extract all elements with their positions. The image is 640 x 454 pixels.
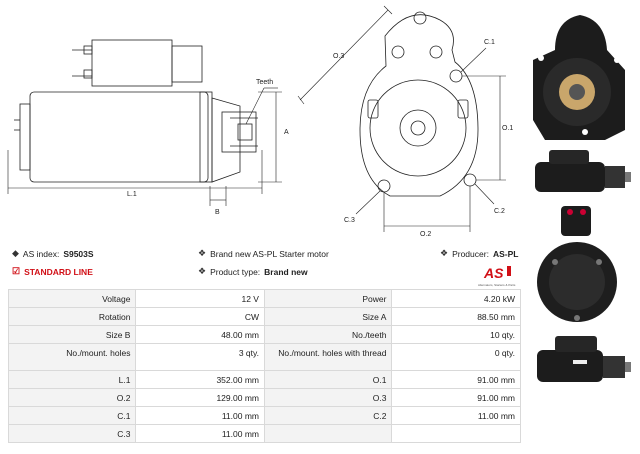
as-index: ◆ AS index: S9503S [12,248,94,259]
technical-drawing: Teeth A B L.1 O.3 O.1 O.2 C.1 C.2 C.3 [7,5,513,238]
info-icon: ❖ [440,248,449,258]
spec-value: 4.20 kW [391,289,521,308]
label-c2: C.2 [494,208,505,215]
spec-label: C.1 [7,406,137,425]
brand-info: ❖ Brand new AS-PL Starter motor [198,248,329,259]
producer-label: Producer: [452,248,489,259]
logo-tagline: Alternators, Starters & Parts [478,283,516,287]
as-index-value: S9503S [63,248,94,259]
as-index-label: AS index: [22,248,60,259]
front-housing-outline [359,14,479,197]
producer: ❖ Producer: AS-PL [440,248,518,259]
spec-value: 129.00 mm [135,388,265,407]
hole-c1 [449,69,463,83]
spec-label: O.1 [263,370,393,389]
spec-value: 11.00 mm [391,406,521,425]
photo-side-view [535,150,631,192]
product-type: ❖ Product type: Brand new [198,266,308,277]
label-c3: C.3 [344,217,355,224]
spec-value: 0 qty. [391,343,521,371]
spec-value: 3 qty. [135,343,265,371]
spec-value: 88.50 mm [391,307,521,326]
hole-c2 [463,173,477,187]
spec-label: C.3 [7,424,137,443]
label-b: B [215,209,220,216]
label-l1: L.1 [127,191,137,198]
spec-value: 91.00 mm [391,370,521,389]
spec-value: 91.00 mm [391,388,521,407]
spec-label: Power [263,289,393,308]
solenoid-outline [91,39,173,87]
photo-side-view-2 [537,336,631,382]
info-icon: ❖ [198,266,207,276]
spec-label: L.1 [7,370,137,389]
photo-front-view [533,15,625,140]
spec-label [263,424,393,443]
spec-label: No./teeth [263,325,393,344]
product-type-label: Product type: [210,266,261,277]
spec-value: 352.00 mm [135,370,265,389]
product-type-value: Brand new [264,266,308,277]
product-info: ◆ AS index: S9503S ☑ STANDARD LINE ❖ Bra… [10,246,525,286]
spec-value [391,424,521,443]
product-photos [533,15,631,382]
brand-text: Brand new AS-PL Starter motor [210,248,329,259]
label-c1: C.1 [484,39,495,46]
front-flange-circle [369,79,467,177]
check-square-icon: ☑ [12,266,21,276]
spec-value: 10 qty. [391,325,521,344]
spec-value: 12 V [135,289,265,308]
standard-line-label: STANDARD LINE [24,266,93,277]
spec-label: O.3 [263,388,393,407]
label-o1: O.1 [502,125,513,132]
standard-line: ☑ STANDARD LINE [12,266,93,277]
label-teeth: Teeth [256,79,273,86]
spec-label: O.2 [7,388,137,407]
spec-label: Size A [263,307,393,326]
spec-value: 48.00 mm [135,325,265,344]
spec-label: C.2 [263,406,393,425]
spec-label: Size B [7,325,137,344]
spec-value: 11.00 mm [135,406,265,425]
logo-letters: AS [483,265,504,281]
label-a: A [284,129,289,136]
label-o3: O.3 [333,53,344,60]
spec-value: CW [135,307,265,326]
spec-label: Voltage [7,289,137,308]
spec-label: Rotation [7,307,137,326]
spec-label: No./mount. holes [7,343,137,371]
motor-body-outline [29,91,209,183]
label-o2: O.2 [420,231,431,238]
photo-rear-view [537,206,617,322]
hole-c3 [377,179,391,193]
as-pl-logo: AS Alternators, Starters & Parts [478,265,516,287]
spec-value: 11.00 mm [135,424,265,443]
spec-label: No./mount. holes with thread [263,343,393,371]
info-icon: ❖ [198,248,207,258]
producer-value: AS-PL [492,248,519,259]
tag-icon: ◆ [12,248,19,258]
